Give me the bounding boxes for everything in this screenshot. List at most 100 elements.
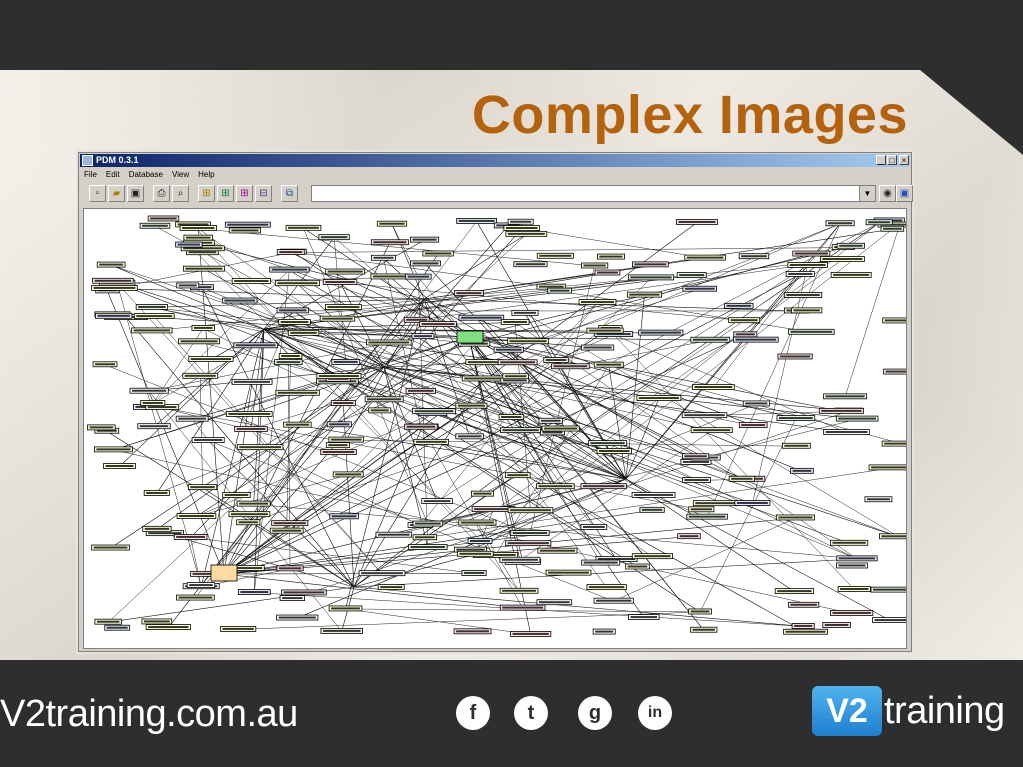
table-node-label xyxy=(501,558,538,561)
remove-button[interactable]: ⊟ xyxy=(255,185,272,202)
menu-help[interactable]: Help xyxy=(198,170,215,179)
table-node-label xyxy=(839,244,863,247)
print-button[interactable]: ⎙ xyxy=(153,185,170,202)
table-node-label xyxy=(322,629,361,632)
google-plus-icon[interactable]: g xyxy=(578,696,612,730)
table-node-label xyxy=(230,513,268,516)
table-node-label xyxy=(596,599,632,602)
relation-line xyxy=(477,259,843,524)
relation-line xyxy=(432,413,627,480)
table-node-label xyxy=(93,546,128,549)
diagram-icon: ⧉ xyxy=(285,188,294,199)
relation-line xyxy=(112,280,265,330)
table-node-label xyxy=(794,624,813,627)
table-node-label xyxy=(502,379,527,382)
relation-line xyxy=(613,517,796,602)
table-node-label xyxy=(630,616,658,619)
relation-line xyxy=(161,407,702,511)
relation-line xyxy=(383,366,849,412)
linkedin-icon[interactable]: in xyxy=(638,696,672,730)
table-node-label xyxy=(333,402,354,405)
relation-line xyxy=(263,322,516,330)
table-node-label xyxy=(538,601,570,604)
title-bar[interactable]: PDM 0.3.1 _ □ × xyxy=(80,154,910,167)
table-node-label xyxy=(96,620,120,623)
diagram-button[interactable]: ⧉ xyxy=(281,185,298,202)
table-node-label xyxy=(515,263,546,266)
relation-button[interactable]: ⊞ xyxy=(236,185,253,202)
relation-line xyxy=(191,419,209,441)
table-node-label xyxy=(463,571,485,574)
twitter-icon[interactable]: t xyxy=(514,696,548,730)
menu-edit[interactable]: Edit xyxy=(105,170,120,179)
table-node-label xyxy=(502,429,539,432)
table-node-label xyxy=(281,355,300,358)
chevron-down-icon[interactable]: ▼ xyxy=(859,186,875,201)
relation-line xyxy=(555,360,627,480)
table-icon: ⊞ xyxy=(202,188,211,199)
table-node-label xyxy=(179,515,214,518)
relation-line xyxy=(223,509,494,575)
relation-line xyxy=(200,376,203,488)
table-node-label xyxy=(596,333,631,336)
table-node-label xyxy=(188,251,217,254)
table-node-label xyxy=(99,263,124,266)
maximize-button[interactable]: □ xyxy=(887,155,897,165)
table-node-label xyxy=(361,572,403,575)
info-button[interactable]: ▣ xyxy=(896,185,913,202)
table-node-label xyxy=(327,306,360,309)
table-node-label xyxy=(583,264,606,267)
relation-line xyxy=(200,328,265,587)
diagram-canvas[interactable] xyxy=(83,208,907,649)
relation-line xyxy=(208,440,614,602)
table-node-label xyxy=(881,535,906,538)
relation-line xyxy=(479,222,880,542)
print-icon: ⎙ xyxy=(157,188,166,199)
menu-file[interactable]: File xyxy=(84,170,97,179)
table-node-label xyxy=(423,500,451,503)
relation-line xyxy=(154,226,654,496)
relation-line xyxy=(421,426,523,609)
relation-line xyxy=(625,398,660,480)
table-node-label xyxy=(538,485,573,488)
save-button[interactable]: ▣ xyxy=(127,185,144,202)
table-node-label xyxy=(679,274,705,277)
table-node-label xyxy=(106,626,128,629)
slide-title: Complex Images xyxy=(471,85,908,145)
table-node-label xyxy=(147,406,177,409)
add-table-button[interactable]: ⊞ xyxy=(217,185,234,202)
open-button[interactable]: ▰ xyxy=(108,185,125,202)
minimize-button[interactable]: _ xyxy=(876,155,886,165)
relation-line xyxy=(625,265,808,480)
relation-line xyxy=(223,222,698,575)
search-combo[interactable]: ▼ xyxy=(311,185,876,202)
relation-line xyxy=(345,608,531,635)
preview-icon: ⌕ xyxy=(177,188,184,199)
close-button[interactable]: × xyxy=(899,155,909,165)
table-button[interactable]: ⊞ xyxy=(198,185,215,202)
relation-line xyxy=(297,424,627,480)
menu-view[interactable]: View xyxy=(171,170,190,179)
selected-table-node[interactable] xyxy=(210,564,238,582)
relation-line xyxy=(151,307,712,431)
table-node-label xyxy=(470,539,491,542)
preview-button[interactable]: ⌕ xyxy=(172,185,189,202)
relation-line xyxy=(353,558,858,588)
table-node-label xyxy=(185,267,223,270)
refresh-button[interactable]: ◉ xyxy=(879,185,896,202)
relation-line xyxy=(263,328,701,613)
site-url[interactable]: V2training.com.au xyxy=(0,693,298,735)
table-node-label xyxy=(684,455,707,458)
table-node-label xyxy=(788,272,813,275)
new-button[interactable]: ▫ xyxy=(89,185,106,202)
menu-database[interactable]: Database xyxy=(128,170,163,179)
table-node-label xyxy=(503,321,528,324)
relation-line xyxy=(297,283,858,560)
table-node-label xyxy=(502,589,537,592)
table-node-label xyxy=(884,319,906,322)
table-node-label xyxy=(222,627,254,630)
selected-table-node[interactable] xyxy=(456,330,484,344)
relation-line xyxy=(303,228,429,525)
facebook-icon[interactable]: f xyxy=(456,696,490,730)
table-node-label xyxy=(96,448,131,451)
